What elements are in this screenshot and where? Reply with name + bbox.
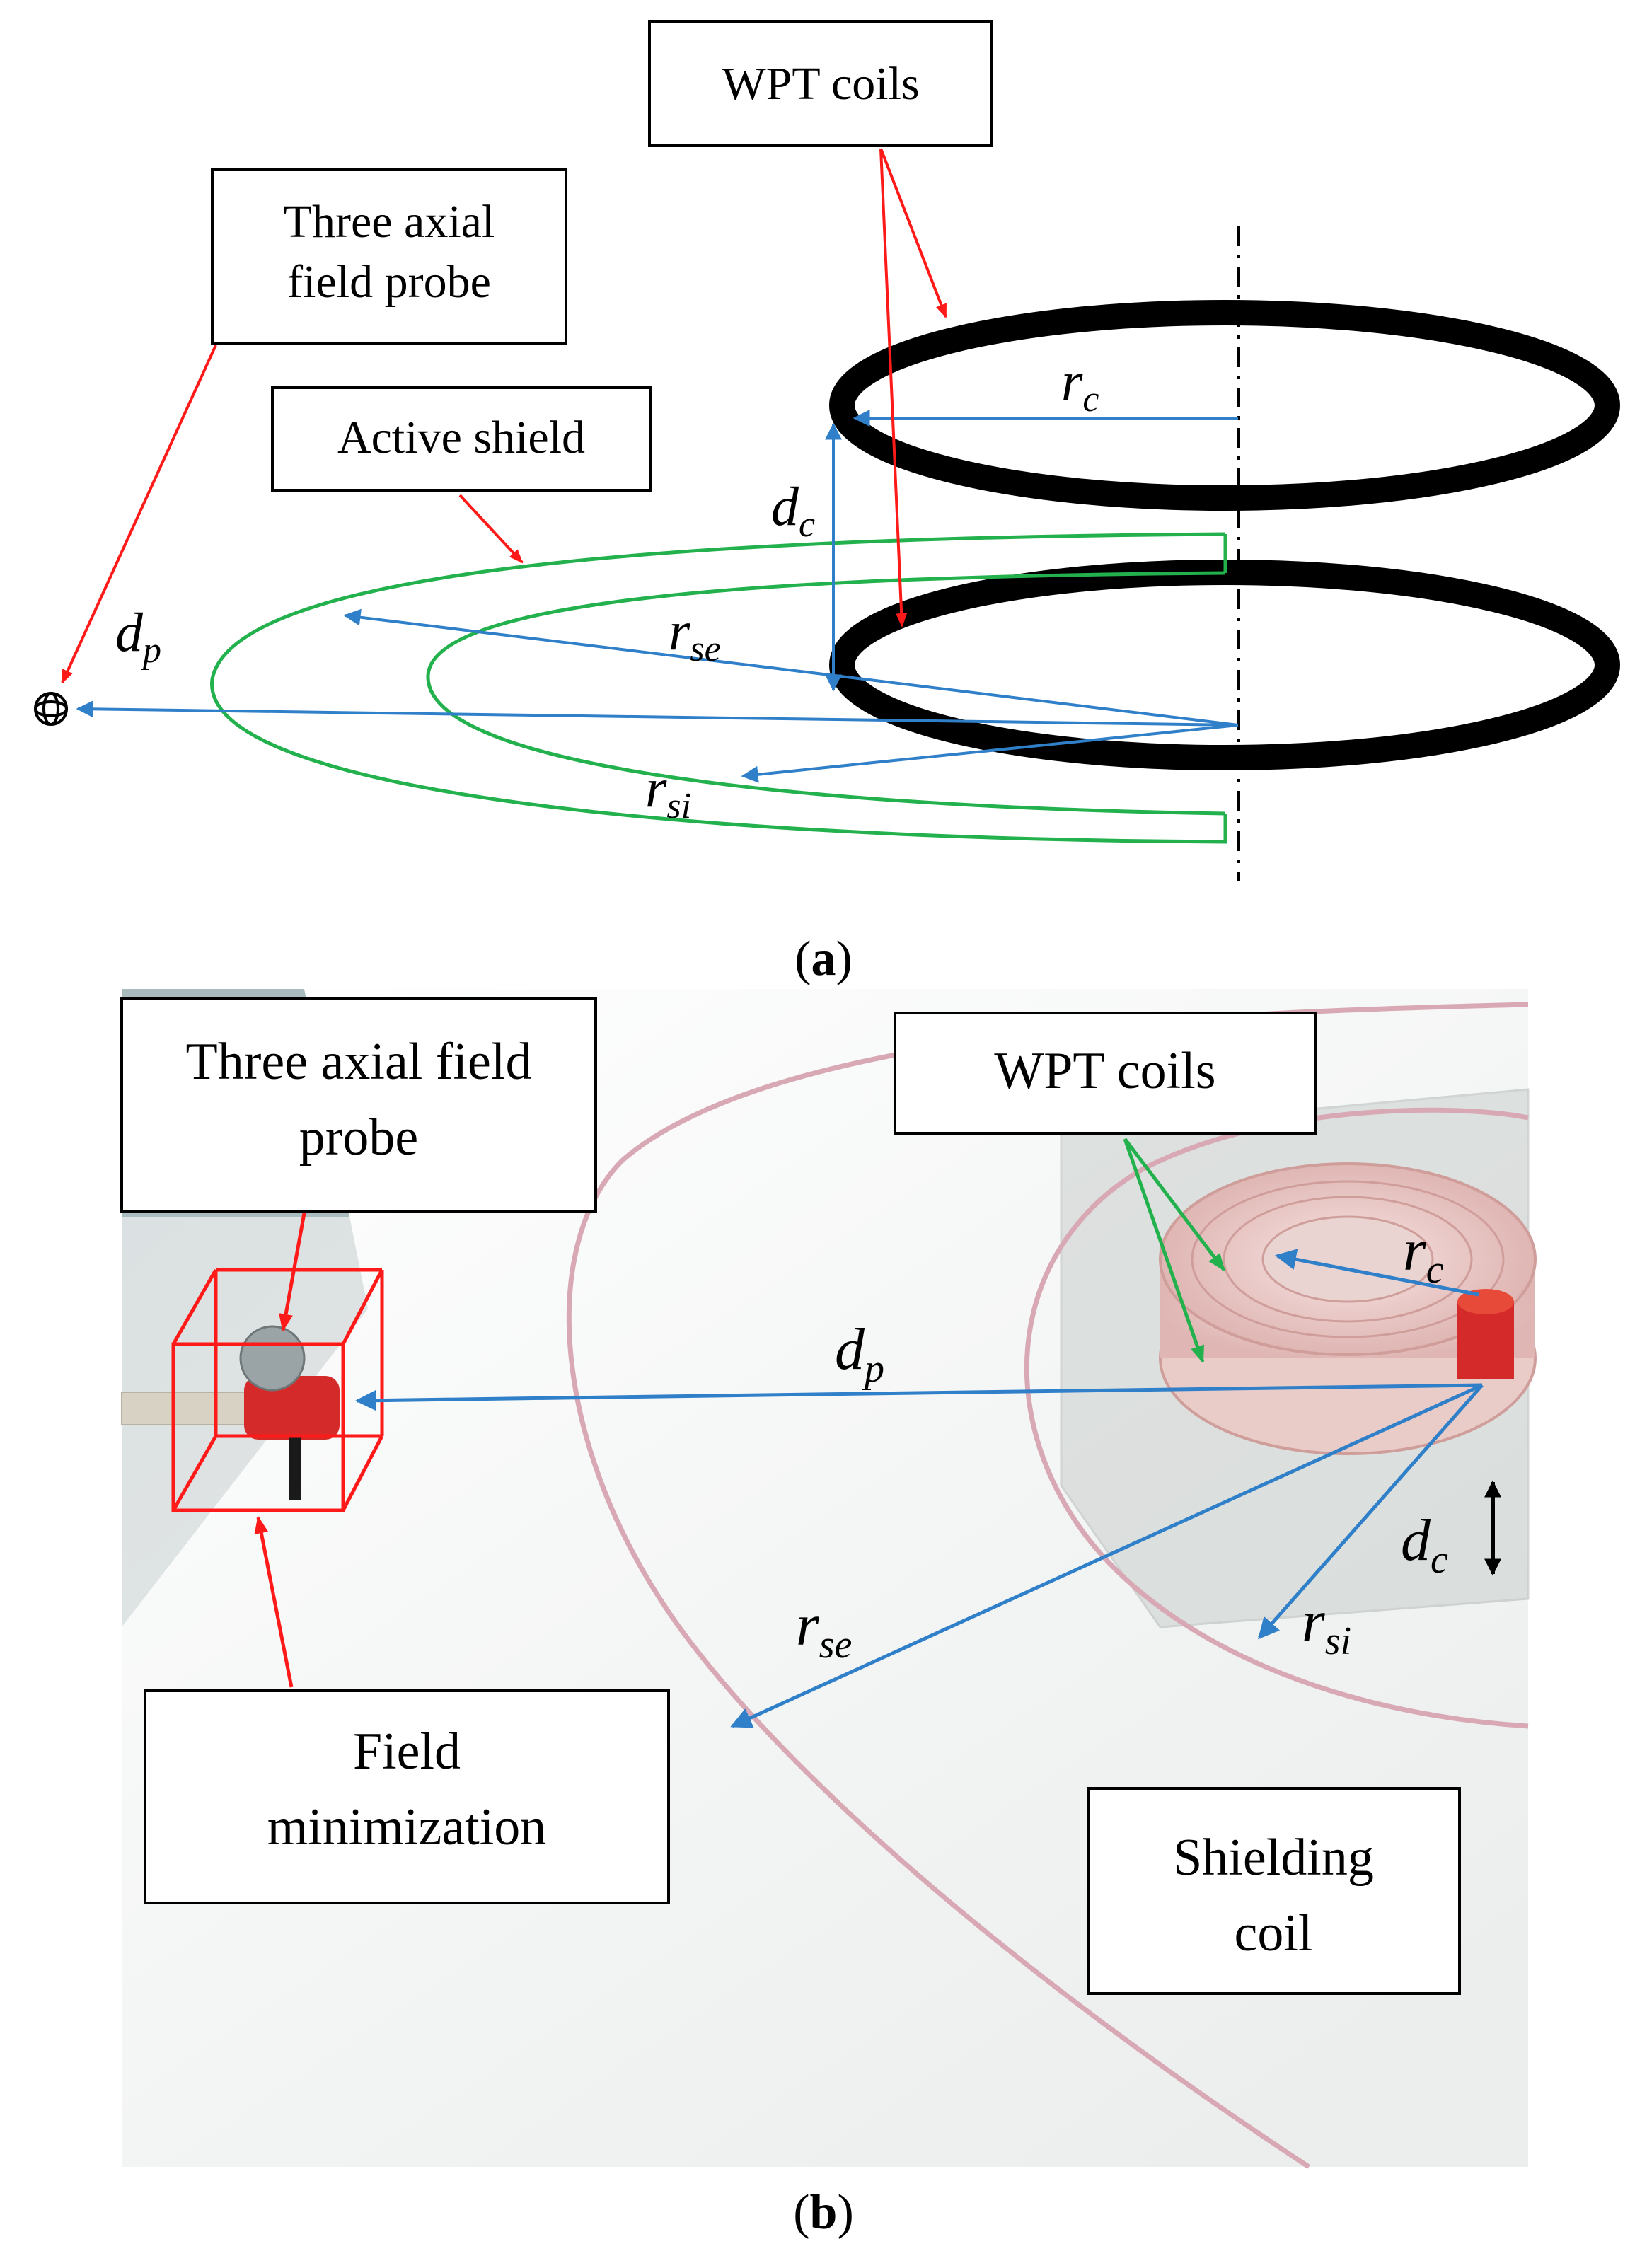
photo-wpt-coils-box bbox=[894, 1012, 1317, 1135]
wpt-pointer-arrow-1 bbox=[879, 148, 947, 318]
active-shield-outer-loop bbox=[210, 532, 1227, 844]
photo-probe-box bbox=[120, 997, 597, 1213]
wpt-coils-box bbox=[648, 20, 993, 147]
wpt-coils-label: WPT coils bbox=[722, 58, 919, 110]
photo-wpt-coil bbox=[1159, 1162, 1537, 1455]
r-si-symbol: rsi bbox=[645, 757, 691, 826]
photo-r-se-symbol: rse bbox=[796, 1592, 852, 1667]
d-p-arrow bbox=[76, 700, 1239, 727]
panel-b: Three axial field probe WPT coils Field … bbox=[120, 989, 1537, 2240]
photo-d-p-symbol: dp bbox=[835, 1317, 884, 1391]
photo-probe-label-line-2: probe bbox=[299, 1109, 419, 1167]
probe-cube-outline bbox=[171, 1268, 384, 1512]
active-shield-inner-loop bbox=[426, 571, 1226, 816]
photo-d-p-arrow bbox=[355, 1383, 1483, 1411]
photo-shield-coil-line-1: Shielding bbox=[1173, 1829, 1374, 1887]
photo-wpt-pointer-arrow-2 bbox=[1123, 1138, 1205, 1364]
shielding-coil-inner-wire bbox=[1024, 1107, 1529, 1729]
active-shield-label: Active shield bbox=[337, 412, 585, 463]
shield-pointer-arrow bbox=[458, 494, 524, 564]
panel-a-caption: (a) bbox=[794, 932, 853, 986]
photo-field-min-line-2: minimization bbox=[267, 1798, 547, 1856]
probe-label-line-2: field probe bbox=[287, 256, 491, 308]
photo-r-se-arrow bbox=[730, 1383, 1484, 1728]
photo-shield-coil-line-2: coil bbox=[1235, 1904, 1313, 1962]
d-c-symbol: dc bbox=[771, 475, 815, 545]
active-shield-box bbox=[271, 386, 652, 492]
probe-label-line-1: Three axial bbox=[284, 196, 495, 248]
photo-wpt-coils-label: WPT coils bbox=[994, 1042, 1215, 1100]
panel-a: WPT coils Three axial field probe Active… bbox=[34, 20, 1620, 986]
probe-holder-arm bbox=[121, 1392, 264, 1425]
r-si-arrow bbox=[741, 724, 1239, 783]
photo-field-min-box bbox=[144, 1689, 670, 1904]
probe-box bbox=[211, 168, 567, 345]
photo-field-min-line-1: Field bbox=[353, 1723, 461, 1781]
d-p-symbol: dp bbox=[115, 601, 161, 671]
upper-wpt-coil bbox=[829, 300, 1620, 511]
photo-r-c-symbol: rc bbox=[1403, 1217, 1444, 1292]
probe-symbol bbox=[34, 692, 68, 726]
r-se-symbol: rse bbox=[669, 600, 721, 669]
probe-pointer-arrow bbox=[61, 345, 217, 684]
photo-probe-label-line-1: Three axial field bbox=[186, 1033, 532, 1091]
lower-wpt-coil bbox=[829, 560, 1620, 770]
panel-b-caption: (b) bbox=[793, 2185, 854, 2240]
photo-wpt-pointer-arrow-1 bbox=[1123, 1138, 1225, 1271]
wpt-pointer-arrow-2 bbox=[879, 148, 908, 627]
photo-d-c-symbol: dc bbox=[1401, 1508, 1448, 1582]
r-se-arrow bbox=[343, 608, 1239, 727]
photo-shield-coil-box bbox=[1087, 1787, 1461, 1995]
photo-r-si-arrow bbox=[1258, 1384, 1484, 1640]
r-c-symbol: rc bbox=[1061, 350, 1099, 420]
photo-r-si-symbol: rsi bbox=[1302, 1589, 1351, 1663]
photo-field-min-pointer-arrow bbox=[254, 1515, 294, 1688]
photo-r-c-arrow bbox=[1275, 1249, 1479, 1297]
